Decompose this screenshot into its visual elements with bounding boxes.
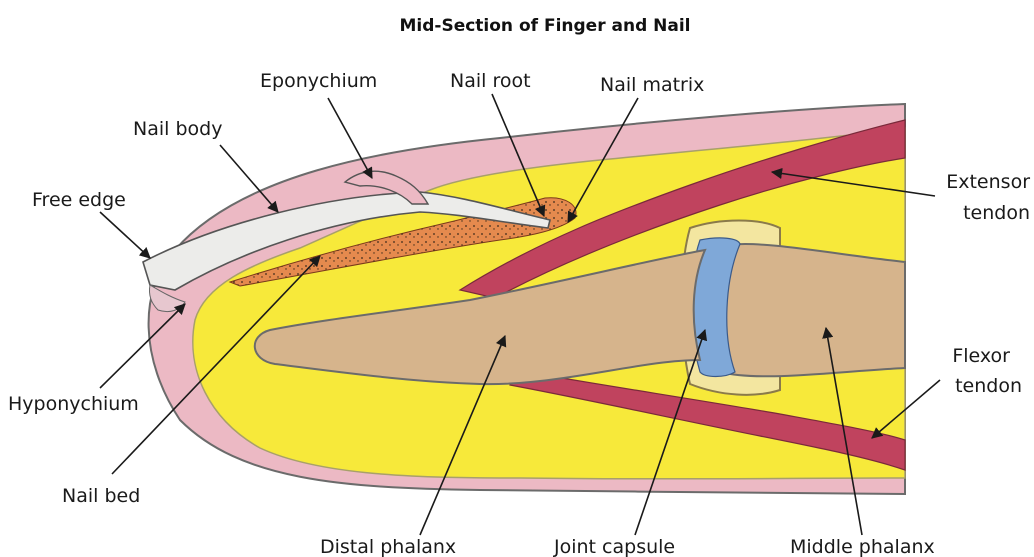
- arrow-free-edge: [100, 212, 150, 258]
- label-joint-capsule: Joint capsule: [553, 536, 675, 557]
- label-nail-root: Nail root: [450, 70, 531, 92]
- label-nail-body: Nail body: [133, 118, 222, 140]
- label-middle-phalanx: Middle phalanx: [790, 536, 935, 557]
- label-extensor-line1: Extensor: [946, 171, 1030, 193]
- label-free-edge: Free edge: [32, 189, 126, 211]
- label-flexor-line1: Flexor: [952, 345, 1010, 367]
- finger-illustration: [143, 104, 905, 494]
- label-flexor-line2: tendon: [955, 375, 1022, 397]
- label-nail-matrix: Nail matrix: [600, 74, 704, 96]
- label-nail-bed: Nail bed: [62, 485, 140, 507]
- label-eponychium: Eponychium: [260, 70, 377, 92]
- middle-phalanx-bone: [711, 244, 905, 376]
- diagram-title: Mid-Section of Finger and Nail: [399, 16, 690, 36]
- label-extensor-line2: tendon: [963, 202, 1030, 224]
- label-hyponychium: Hyponychium: [8, 393, 139, 415]
- label-distal-phalanx: Distal phalanx: [320, 536, 456, 557]
